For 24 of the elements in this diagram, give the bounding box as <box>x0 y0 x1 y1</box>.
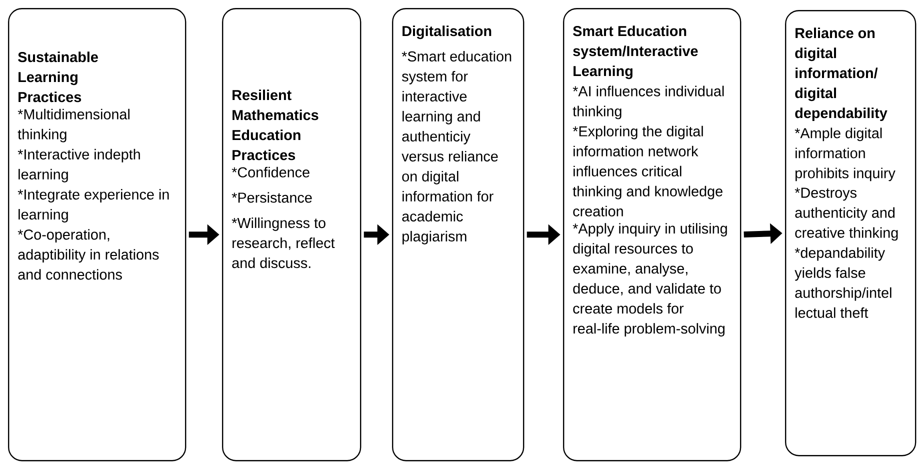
bullet-text: *Exploring the digital information network influences critical thinking and knowledge creation <box>572 126 722 216</box>
bullet-text: *Co-operation, adaptibility in relations and connections <box>18 229 159 280</box>
bullet-text: *Smart education system for interactive learning and authenticiy versus reliance on digital information for academic plagiarism <box>402 50 512 244</box>
box-heading: Digitalisation <box>402 26 492 40</box>
bullet-text: *Confidence <box>232 166 310 178</box>
box-heading: Smart Education system/Interactive Learning <box>573 26 698 80</box>
box-heading: Resilient Mathematics Education Practices <box>232 90 318 160</box>
process-box <box>222 8 362 462</box>
process-box <box>392 8 524 462</box>
box-heading: Sustainable Learning Practices <box>18 52 98 102</box>
process-box <box>8 8 186 462</box>
bullet-text: *Interactive indepth learning <box>18 148 140 182</box>
bullet-text: *Integrate experience in learning <box>18 189 169 222</box>
process-box <box>563 8 742 462</box>
bullet-text: *depandability yields false authorship/intel lectual theft <box>794 247 892 318</box>
bullet-text: *Multidimensional thinking <box>18 108 130 142</box>
bullet-text: *Persistance <box>232 192 312 203</box>
bullet-text: *AI influences individual thinking <box>572 86 724 120</box>
box-heading: Reliance on digital information/ digital dependability <box>795 28 888 122</box>
process-box <box>785 10 916 456</box>
bullet-text: *Destroys authenticity and creative thinking <box>794 188 898 241</box>
bullet-text: *Apply inquiry in utilising digital resources to examine, analyse, deduce, and validate to create models for real-life problem-solving <box>572 223 727 336</box>
bullet-text: *Willingness to research, reflect and discuss. <box>232 218 335 268</box>
bullet-text: *Ample digital information prohibits inquiry <box>794 128 896 182</box>
